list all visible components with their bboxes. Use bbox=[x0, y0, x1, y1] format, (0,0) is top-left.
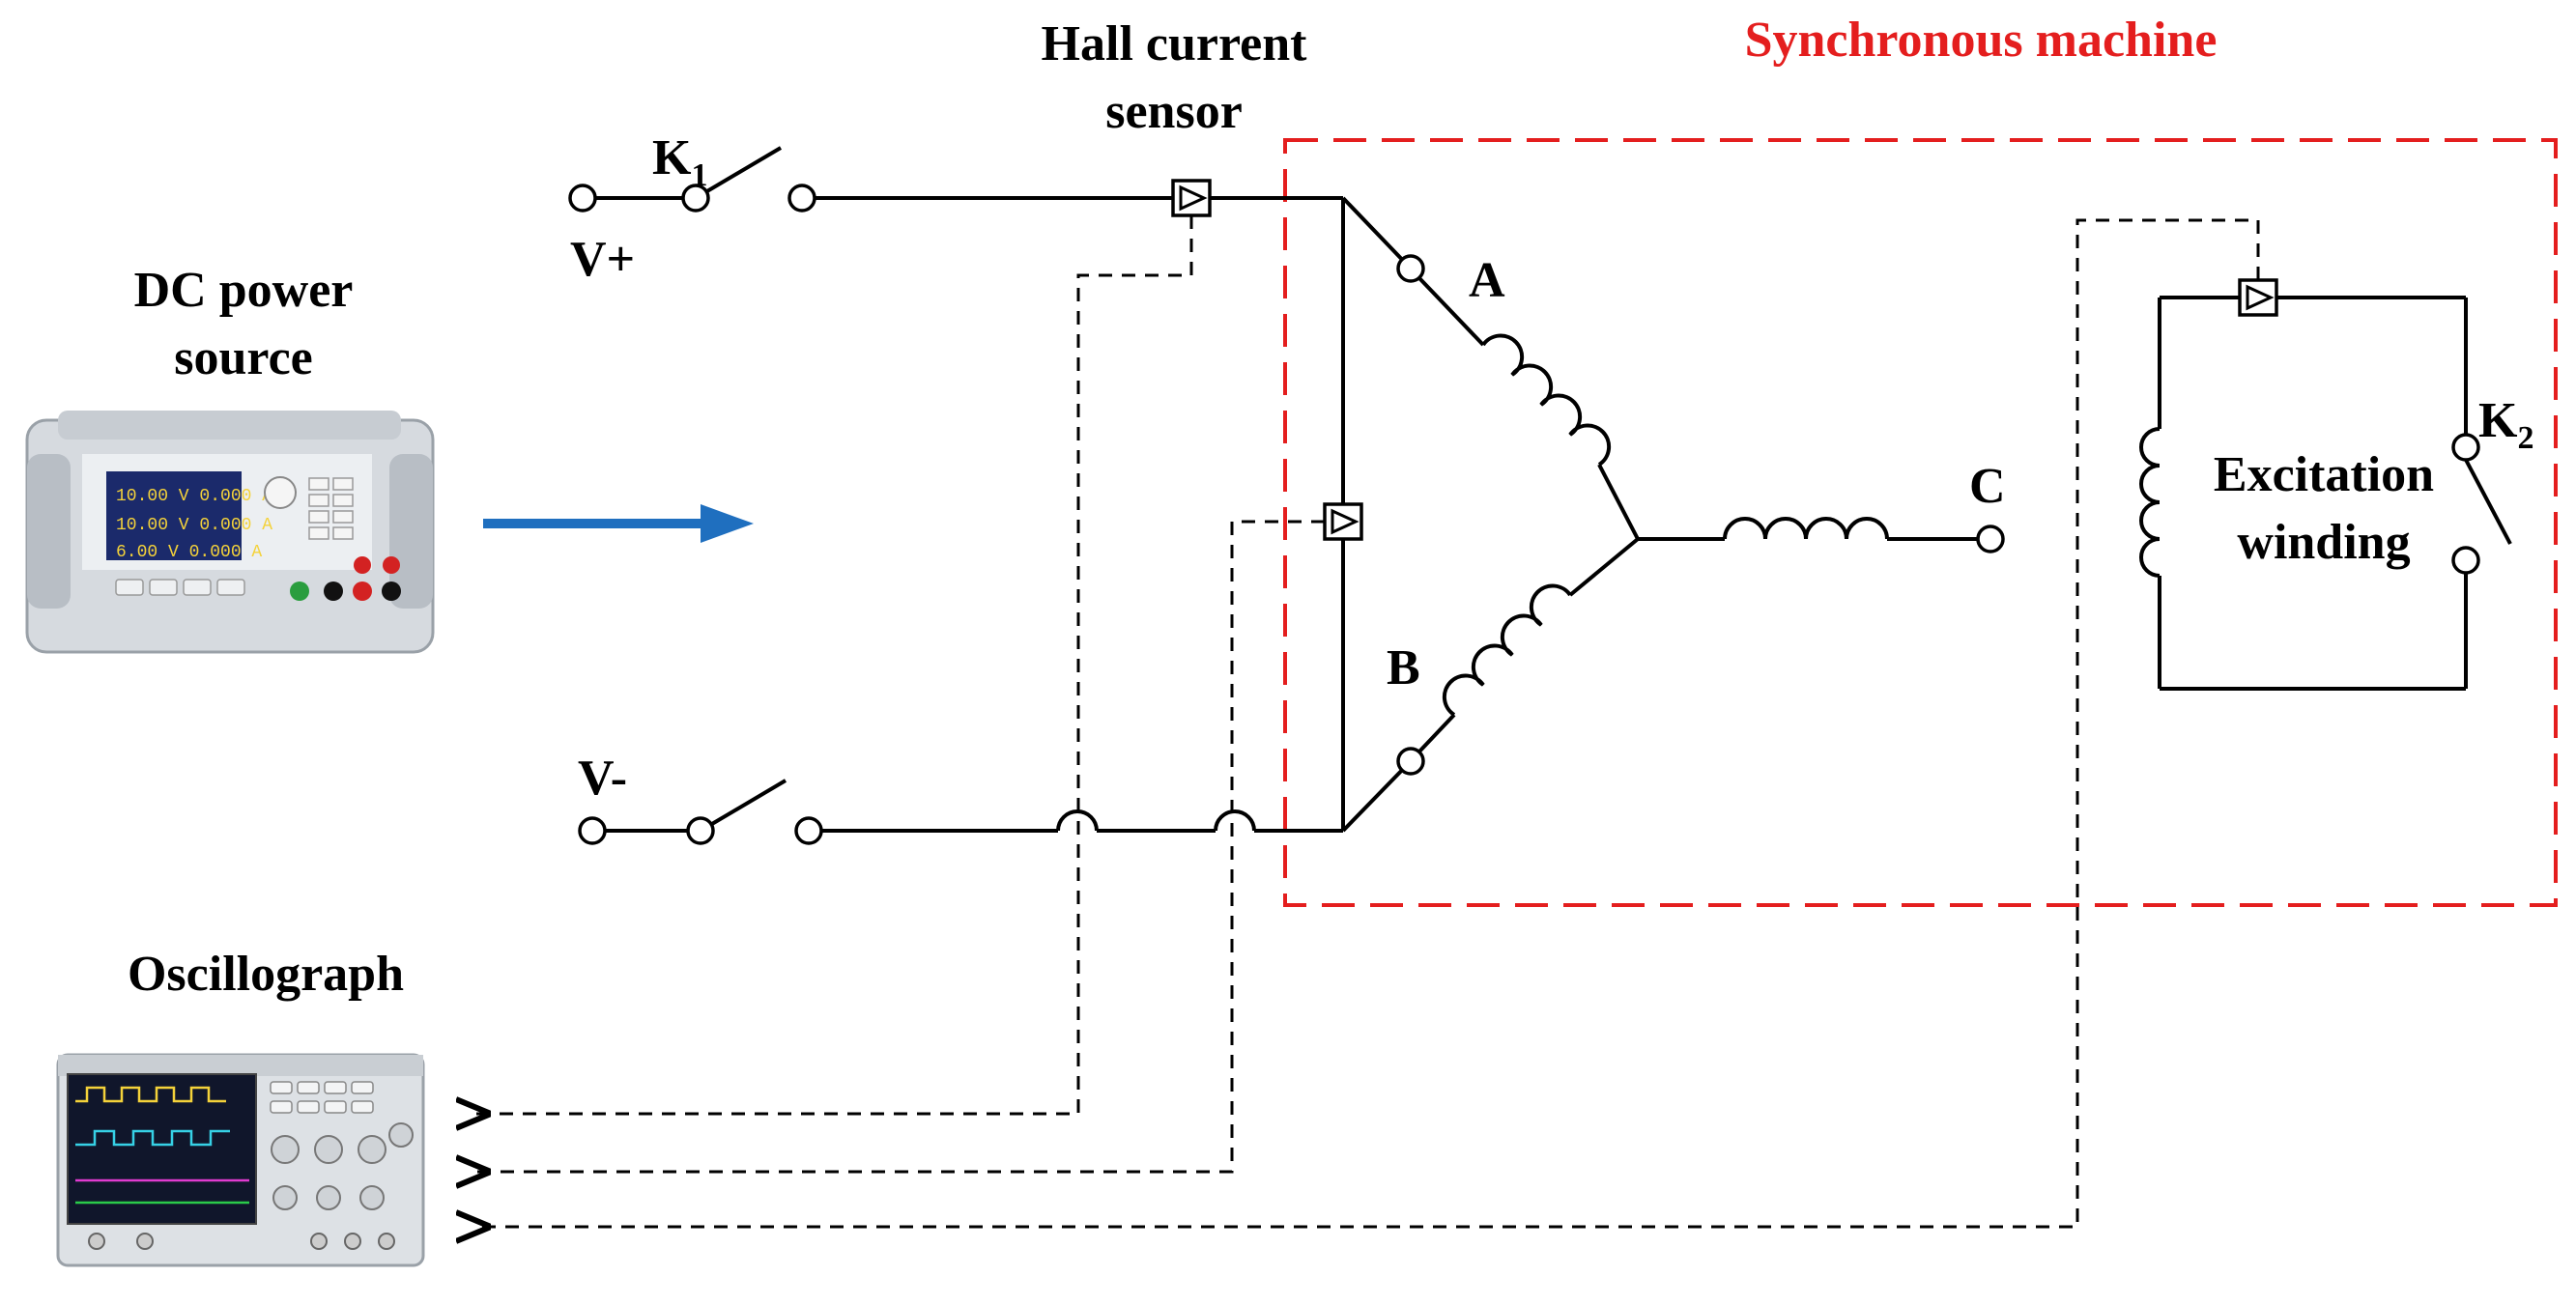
excitation-label-line1: Excitation bbox=[2214, 447, 2434, 502]
phase-a-terminal bbox=[1396, 254, 1425, 283]
hall-sensor-label-line1: Hall current bbox=[1042, 16, 1308, 71]
hall-sensor-excitation bbox=[2238, 278, 2278, 317]
phase-c-terminal bbox=[1976, 525, 2005, 553]
phase-a-label: A bbox=[1469, 253, 1505, 308]
signal-line-vertical-sensor bbox=[473, 520, 1325, 1172]
signal-line-excitation-sensor bbox=[473, 218, 2260, 1227]
v-plus-terminal bbox=[568, 184, 597, 213]
k2-lower-terminal bbox=[2451, 546, 2480, 575]
phase-b-terminal bbox=[1396, 747, 1425, 776]
oscilloscope-icon bbox=[56, 1053, 425, 1267]
psu-display-row-1: 10.00 V 0.000 A bbox=[116, 487, 272, 506]
psu-display-row-3: 6.00 V 0.000 A bbox=[116, 543, 262, 562]
synchronous-machine-label: Synchronous machine bbox=[1745, 13, 2218, 68]
power-flow-arrow bbox=[483, 504, 754, 543]
excitation-circuit bbox=[2139, 296, 2512, 691]
hall-sensor-label-line2: sensor bbox=[1105, 84, 1243, 139]
k1-label: K1 bbox=[652, 130, 707, 193]
v-plus-label: V+ bbox=[570, 232, 635, 287]
dc-power-label-line2: source bbox=[174, 330, 312, 385]
phase-c-label: C bbox=[1969, 459, 2006, 514]
v-plus-switch-k1 bbox=[568, 146, 1187, 213]
dc-power-label-line1: DC power bbox=[134, 263, 354, 318]
v-minus-label: V- bbox=[578, 751, 627, 806]
k2-label: K2 bbox=[2478, 393, 2533, 456]
oscillograph-label: Oscillograph bbox=[128, 947, 404, 1002]
v-minus-switch bbox=[578, 779, 1343, 845]
phase-a-coil bbox=[1481, 333, 1612, 467]
excitation-label-line2: winding bbox=[2237, 515, 2410, 570]
psu-display-row-2: 10.00 V 0.000 A bbox=[116, 516, 272, 535]
synchronous-machine-boundary bbox=[1283, 138, 2558, 907]
v-minus-terminal bbox=[578, 816, 607, 845]
k2-upper-terminal bbox=[2451, 433, 2480, 462]
dc-power-supply-icon: 10.00 V 0.000 A 10.00 V 0.000 A 6.00 V 0… bbox=[25, 411, 435, 654]
hall-sensor-vertical bbox=[1323, 502, 1363, 541]
signal-line-v-plus-sensor bbox=[473, 215, 1193, 1114]
phase-c-coil bbox=[1723, 517, 1889, 540]
excitation-coil bbox=[2139, 427, 2161, 578]
phase-b-label: B bbox=[1387, 640, 1420, 695]
hall-sensor-v-plus bbox=[1171, 179, 1212, 217]
phase-b-coil bbox=[1442, 583, 1572, 717]
